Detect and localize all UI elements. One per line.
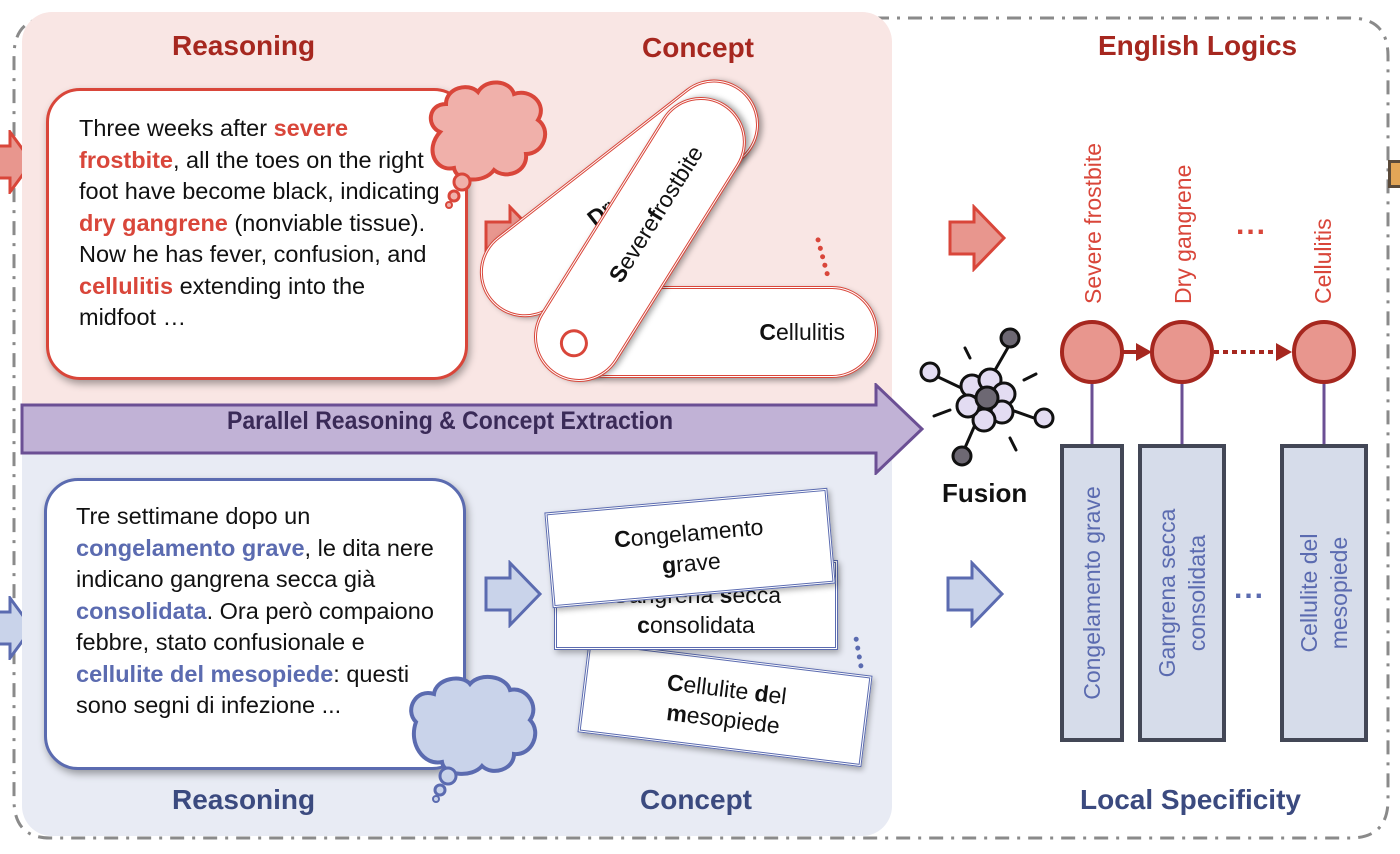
reasoning-fragment: Tre settimane dopo un bbox=[76, 503, 311, 529]
local-node-0: Congelamento grave bbox=[1060, 444, 1124, 742]
reasoning-fragment: : questi sono segni di infezione ... bbox=[76, 660, 410, 719]
local-node-line: Gangrena secca bbox=[1154, 508, 1180, 678]
arrow-to-english-logics-icon bbox=[948, 204, 1007, 272]
reasoning-fragment: . Ora però compaiono febbre, stato confu… bbox=[76, 597, 434, 656]
english-reasoning-text: Three weeks after severe frostbite, all … bbox=[79, 115, 440, 330]
concept-text: rave bbox=[674, 547, 722, 578]
local-node-line: Congelamento grave bbox=[1079, 486, 1105, 700]
english-node-label-2: Cellulitis bbox=[1310, 218, 1336, 304]
concept-text: onsolidata bbox=[649, 612, 755, 638]
reasoning-fragment: , le dita nere indicano gangrena secca g… bbox=[76, 534, 434, 593]
highlighted-concept: consolidata bbox=[76, 597, 207, 624]
italian-reasoning-text: Tre settimane dopo un congelamento grave… bbox=[76, 503, 434, 718]
bottom-concept-title: Concept bbox=[640, 784, 752, 815]
arrow-right-blue-icon bbox=[484, 560, 543, 628]
english-ellipsis: ... bbox=[1236, 208, 1268, 241]
input-arrow-blue-icon bbox=[0, 596, 34, 660]
parallel-reasoning-band-arrow bbox=[20, 383, 925, 475]
tag-hole-icon bbox=[554, 323, 594, 363]
local-node-line: Cellulite del bbox=[1296, 533, 1322, 653]
reasoning-fragment: Three weeks after bbox=[79, 115, 274, 141]
local-node-line: consolidata bbox=[1184, 534, 1210, 652]
highlighted-concept: congelamento grave bbox=[76, 534, 305, 561]
concept-text: el bbox=[767, 681, 789, 710]
parallel-reasoning-label: Parallel Reasoning & Concept Extraction bbox=[226, 407, 674, 435]
thought-cloud-red-icon bbox=[429, 80, 548, 209]
highlighted-concept: severe frostbite bbox=[79, 115, 349, 173]
concept-initial: c bbox=[637, 612, 650, 638]
fusion-icon bbox=[919, 327, 1055, 467]
local-node-label-0: Congelamento grave bbox=[1077, 486, 1107, 700]
italian-reasoning-box: Tre settimane dopo un congelamento grave… bbox=[44, 478, 466, 770]
english-node-label-0: Severe frostbite bbox=[1080, 142, 1106, 304]
local-node-line: mesopiede bbox=[1326, 536, 1352, 650]
english-node-1 bbox=[1150, 320, 1214, 384]
highlighted-concept: cellulite del mesopiede bbox=[76, 660, 334, 687]
highlighted-concept: cellulitis bbox=[79, 272, 174, 299]
english-logics-title: English Logics bbox=[1098, 30, 1298, 61]
local-specificity-title: Local Specificity bbox=[1080, 784, 1301, 815]
reasoning-fragment: extending into the midfoot … bbox=[79, 272, 366, 331]
bottom-reasoning-title: Reasoning bbox=[172, 784, 316, 815]
reasoning-fragment: (nonviable tissue). Now he has fever, co… bbox=[79, 209, 427, 268]
english-node-label-1: Dry gangrene bbox=[1170, 164, 1196, 304]
english-logic-chain bbox=[1060, 320, 1356, 446]
thought-cloud-blue-icon bbox=[409, 674, 538, 803]
english-node-0 bbox=[1060, 320, 1124, 384]
english-reasoning-box: Three weeks after severe frostbite, all … bbox=[46, 88, 468, 380]
highlighted-concept: dry gangrene bbox=[79, 209, 228, 236]
input-arrow-red-icon bbox=[0, 130, 34, 194]
top-concept-title: Concept bbox=[642, 32, 754, 63]
fusion-label: Fusion bbox=[942, 478, 1028, 508]
local-ellipsis: ... bbox=[1234, 572, 1266, 605]
english-node-2 bbox=[1292, 320, 1356, 384]
external-block-icon bbox=[1388, 160, 1400, 188]
top-reasoning-title: Reasoning bbox=[172, 30, 316, 61]
arrow-head-icon bbox=[1136, 343, 1152, 361]
arrow-to-local-specificity-icon bbox=[946, 560, 1005, 628]
arrow-head-dotted-icon bbox=[1276, 343, 1292, 361]
reasoning-fragment: , all the toes on the right foot have be… bbox=[79, 146, 440, 205]
